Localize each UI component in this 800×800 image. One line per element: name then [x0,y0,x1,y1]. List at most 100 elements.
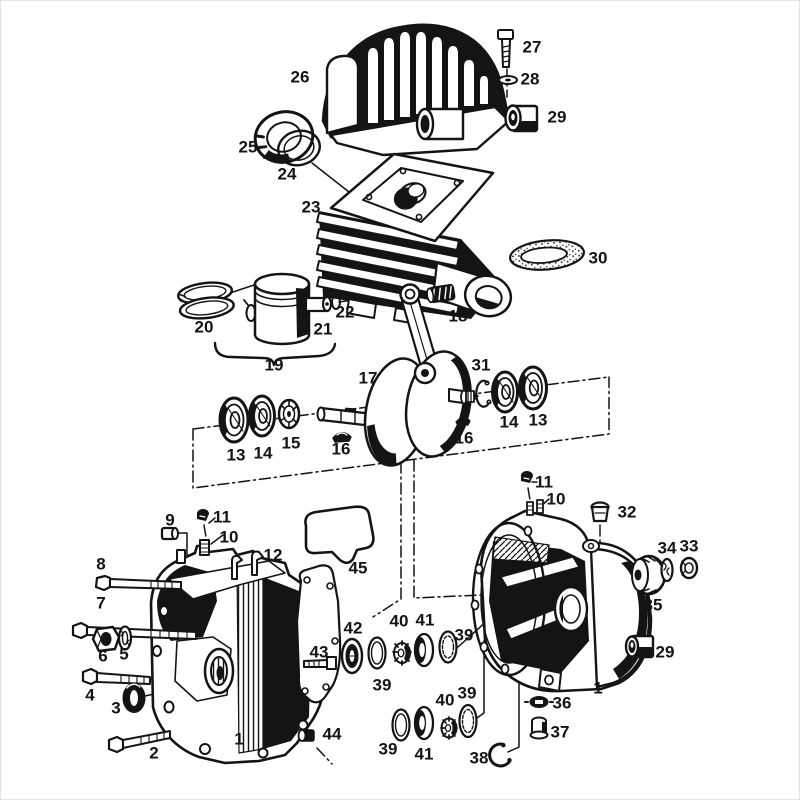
case-flange-inner [480,534,538,664]
part-label-27: 27 [522,37,542,57]
crankcase-gasket-45 [304,505,375,565]
stud-body [526,501,534,516]
bore-rim [398,182,427,205]
stud-threads [200,543,209,553]
leader-stud10-left [210,534,224,545]
part-label-7: 7 [96,593,106,613]
head-bolt-washer [498,75,518,85]
nut-highlight [523,477,530,480]
bolt-threads [120,675,145,684]
sealing-ring-outer [277,129,321,167]
bolt-shaft [96,672,151,685]
gear-40-row1 [392,640,412,666]
part-label-13-left: 13 [226,445,246,465]
washer-hub [287,411,291,417]
head-fin [430,35,444,114]
washer-hole [505,78,511,82]
part-label-39-bottom-left: 39 [378,739,398,759]
sealing-ring-24 [277,129,321,167]
leader-ring-cylinder [311,162,350,193]
cover-hole [303,576,311,584]
nut-11-left [196,509,209,521]
bolt-shaft [501,38,511,68]
rod-center-rib [409,301,429,364]
bolt-43 [303,656,337,670]
ring-2 [178,296,235,320]
part-label-12: 12 [263,545,283,565]
case-bore-dark [216,666,224,680]
part-label-24: 24 [277,164,297,184]
part-label-29-top: 29 [547,107,567,127]
head-fin [382,36,396,122]
bolt-threads [308,659,320,668]
part-label-13-right: 13 [528,410,548,430]
part-label-20: 20 [194,317,214,337]
plug-face [297,729,307,742]
part-label-40-top: 40 [389,611,409,631]
shim-39-row2-left [391,708,411,742]
part-label-42: 42 [343,618,363,638]
shaft-thread-section [465,390,475,403]
part-label-41-bottom: 41 [414,744,434,764]
nut-facets [681,560,686,576]
case-stud [176,549,186,564]
spacer-bore [419,716,425,730]
part-label-15: 15 [281,433,301,453]
circlip-tab [338,291,344,297]
plug-face [171,527,179,540]
circlip-ring [488,742,512,768]
woodruff-key-16-right [455,417,471,426]
case-bore-shade [559,595,563,623]
bolt-head [326,656,337,670]
bolt-head [81,667,99,686]
part-label-44: 44 [322,724,342,744]
shim-inner [461,708,475,734]
part-label-3: 3 [111,698,121,718]
key-highlight [336,432,348,436]
part-label-14-right: 14 [499,412,519,432]
flange-hole [257,747,269,759]
shim-39-row1-right [438,630,458,664]
seal-highlight [126,683,141,689]
speed-nut-36 [524,696,554,708]
bearing-cage-line [227,407,244,432]
shim-inner [370,641,384,665]
shaft-threads [467,390,472,403]
shim-inner [441,635,455,659]
part-label-43: 43 [309,642,329,662]
cap-nut-37 [529,716,549,740]
gasket-inner [520,246,568,264]
crank-pin-bore [421,369,429,377]
cylinder [316,152,513,325]
spacer-41-row1 [413,632,435,668]
keyway [344,407,357,413]
stud-10-left [199,539,210,556]
spacer-41-row2 [413,705,435,741]
part-label-39-bottom-right: 39 [457,683,477,703]
part-label-5: 5 [119,644,129,664]
web-left-shade [367,424,397,467]
part-label-45: 45 [348,558,368,578]
nut-33 [679,556,699,580]
part-label-19: 19 [264,355,284,375]
case-flange-rim [471,521,547,677]
oil-seal-3 [122,683,146,713]
cylinder-head [321,23,511,157]
spark-plug-hole-bore [420,115,430,133]
bolt-threads [150,581,173,590]
gear-shade [451,720,457,736]
ring-gap [178,293,188,304]
head-fin [478,74,490,106]
bushing-shade [633,647,652,656]
bushing-bore-highlight [630,642,634,648]
part-label-34: 34 [657,538,677,558]
exhaust-face [463,274,513,318]
circlip-31 [475,379,492,408]
bolt-threads [150,629,188,639]
seal-bore [130,690,138,706]
bushing-29-top [504,104,539,133]
circlip-tab [243,299,249,306]
leader-to-left-case [372,461,402,618]
